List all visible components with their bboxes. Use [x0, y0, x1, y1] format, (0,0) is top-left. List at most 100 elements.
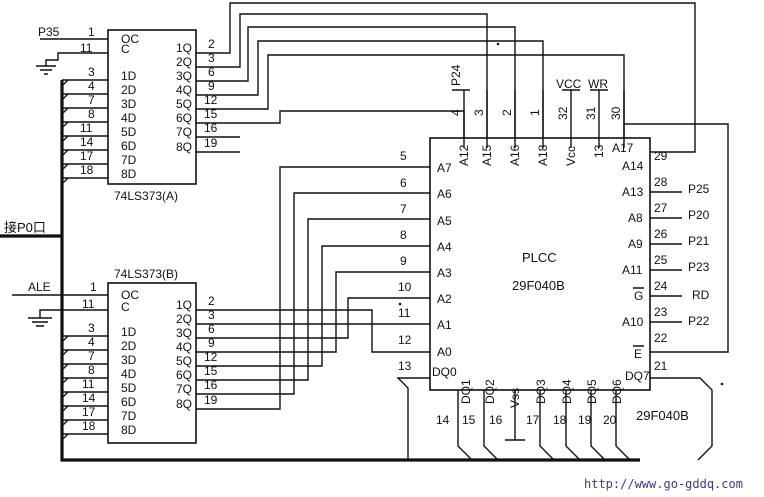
plcc-pin-dq2: DQ2: [483, 379, 497, 404]
net-p21: P21: [688, 234, 710, 248]
chip-b-pin-2q: 2Q: [176, 312, 192, 326]
chip-b-pin-2d: 2D: [121, 339, 137, 353]
plcc-pin-dq0: DQ0: [432, 365, 457, 379]
plcc-pin-e: E: [634, 347, 642, 361]
plcc-pin-a13: A13: [622, 185, 644, 199]
plcc-left-pinnum: 12: [398, 333, 412, 347]
chip-a-pinnum: 8: [88, 107, 95, 121]
plcc-pin-a17: A17: [612, 141, 634, 155]
plcc-bottom-pinnum: 18: [553, 413, 567, 427]
scan-dot: [720, 382, 724, 386]
chip-b-pin-5d: 5D: [121, 381, 137, 395]
plcc-data-to-bus: [457, 390, 631, 461]
chip-b-pin-8d: 8D: [121, 423, 137, 437]
wire-a3: [196, 271, 430, 353]
chip-74ls373-a: 74LS373(A) OC C 1D 2D 3D 4D 5D 6D 7D 8D …: [36, 2, 696, 203]
plcc-pin-g: G: [634, 289, 643, 303]
chip-a-pin-8q: 8Q: [176, 140, 192, 154]
plcc-left-pinnum: 5: [400, 149, 407, 163]
chip-a-input-wires: [40, 38, 108, 179]
chip-b-pinnum: 19: [204, 393, 218, 407]
plcc-left-pinnum: 11: [398, 306, 411, 320]
chip-a-pinnum: 6: [208, 65, 215, 79]
plcc-pin-dq1: DQ1: [459, 379, 473, 404]
chip-b-pin-4q: 4Q: [176, 340, 192, 354]
plcc-right-pinnum: 25: [654, 253, 668, 267]
net-p35: P35: [38, 25, 60, 39]
chip-b-name: 74LS373(B): [114, 267, 178, 281]
chip-b-input-wires: [12, 294, 108, 435]
chip-b-pinnum: 15: [204, 364, 218, 378]
net-wr: WR: [588, 77, 608, 91]
wire-a12: [196, 110, 465, 148]
chip-a-pin-4q: 4Q: [176, 83, 192, 97]
chip-b-pinnum: 11: [82, 297, 95, 311]
wire-a5: [196, 218, 430, 381]
plcc-left-pinnum: 7: [400, 202, 407, 216]
chip-a-pinnum: 17: [80, 149, 94, 163]
plcc-pin-a11: A11: [622, 263, 643, 277]
chip-a-pinnum: 18: [80, 163, 94, 177]
chip-b-pin-1q: 1Q: [176, 298, 192, 312]
plcc-pin-a16: A16: [508, 144, 522, 166]
chip-a-pinnum: 9: [208, 79, 215, 93]
chip-a-open-outputs: [196, 136, 240, 153]
chip-b-pinnum: 3: [88, 321, 95, 335]
net-p20: P20: [688, 208, 710, 222]
ground-icon: [36, 52, 76, 75]
chip-a-pinnum: 11: [80, 121, 93, 135]
chip-b-pin-3q: 3Q: [176, 326, 192, 340]
plcc-pin-dq7: DQ7: [625, 369, 650, 383]
wire-a16: [196, 26, 516, 148]
chip-b-pinnum: 4: [88, 335, 95, 349]
chip-a-pin-4d: 4D: [121, 111, 137, 125]
plcc-pin-a2: A2: [437, 292, 452, 306]
plcc-active-low-bars: [633, 287, 644, 347]
plcc-package: PLCC: [522, 250, 557, 265]
chip-b-pin-8q: 8Q: [176, 397, 192, 411]
plcc-pin-a9: A9: [628, 237, 643, 251]
chip-a-pinnum: 4: [88, 79, 95, 93]
plcc-bottom-pinnum: 16: [489, 413, 503, 427]
chip-b-pinnum: 11: [82, 377, 95, 391]
chip-a-pinnum: 2: [208, 37, 215, 51]
bus-label: 接P0口: [4, 220, 46, 235]
chip-b-pin-7d: 7D: [121, 409, 137, 423]
chip-a-pinnum: 14: [80, 135, 94, 149]
wire-a4: [196, 245, 430, 367]
chip-b-pin-1d: 1D: [121, 325, 137, 339]
plcc-bottom-pinnum: 19: [578, 413, 592, 427]
wire-a6: [196, 192, 430, 395]
chip-a-pin-7q: 7Q: [176, 125, 192, 139]
plcc-pin-13: 13: [592, 144, 606, 158]
wire-dq0: [396, 377, 430, 460]
chip-a-bus-taps: [61, 79, 69, 185]
chip-b-pin-3d: 3D: [121, 353, 137, 367]
plcc-top-pinnum: 2: [500, 109, 514, 116]
wire-a7: [196, 166, 430, 410]
chip-a-pinnum: 11: [80, 41, 93, 55]
plcc-right-pinnum: 24: [654, 279, 668, 293]
chip-a-pin-6d: 6D: [121, 139, 137, 153]
plcc-bottom-pinnum: 14: [436, 413, 450, 427]
watermark-url[interactable]: http://www.go-gddq.com: [584, 477, 743, 491]
chip-b-pin-c: C: [121, 300, 130, 314]
chip-b-pin-6q: 6Q: [176, 368, 192, 382]
chip-b-pinnum: 12: [204, 350, 218, 364]
wire-a2: [196, 297, 430, 339]
chip-a-pinnum: 19: [204, 136, 218, 150]
chip-a-pin-c: C: [121, 42, 130, 56]
plcc-top-pinnum: 4: [449, 109, 463, 116]
chip-b-pinnum: 9: [208, 336, 215, 350]
plcc-pin-a6: A6: [437, 187, 452, 201]
plcc-pin-a3: A3: [437, 266, 452, 280]
net-rd: RD: [692, 288, 710, 302]
chip-a-pin-3d: 3D: [121, 97, 137, 111]
chip-a-pinnum: 3: [88, 65, 95, 79]
chip-b-pinnum: 7: [88, 349, 95, 363]
wire-a18: [196, 40, 544, 148]
plcc-top-pinnum: 30: [609, 106, 623, 120]
chip-a-pin-7d: 7D: [121, 153, 137, 167]
plcc-bottom-pinnum: 17: [526, 413, 540, 427]
plcc-right-pinnum: 22: [654, 331, 668, 345]
